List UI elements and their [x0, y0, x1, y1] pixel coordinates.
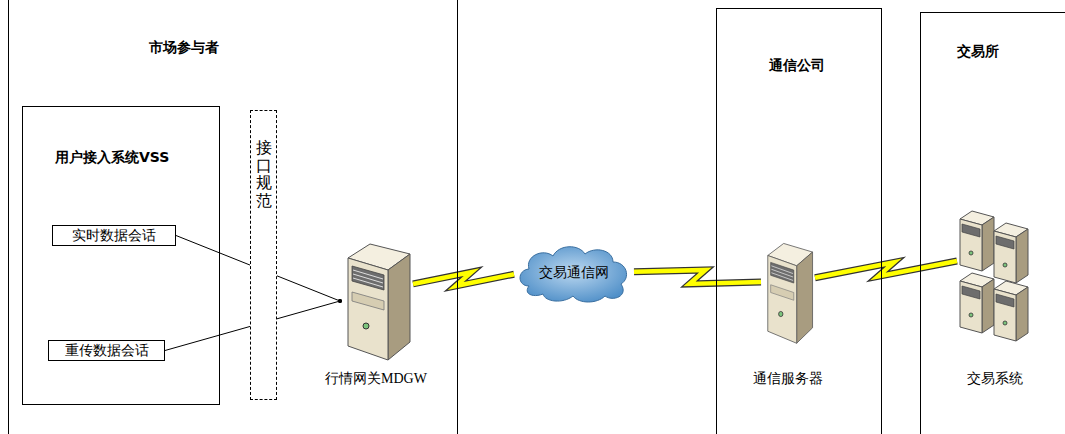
- server-icon: [340, 240, 412, 362]
- telecom-panel: 通信公司通信服务器: [716, 8, 882, 434]
- interface-spec-band: 接口规范: [250, 110, 277, 400]
- server-label: 通信服务器: [753, 370, 823, 388]
- server-label: 交易系统: [967, 370, 1023, 388]
- session-label: 实时数据会话: [72, 227, 156, 245]
- panel-title: 交易所: [957, 43, 999, 61]
- connector: [815, 261, 957, 278]
- server-label: 行情网关MDGW: [325, 370, 427, 388]
- panel-title: 市场参与者: [149, 39, 219, 57]
- cloud-label: 交易通信网: [515, 242, 633, 304]
- participant-panel: 市场参与者用户接入系统VSS 实时数据会话重传数据会话 接口规范行情网关MDGW: [8, 0, 458, 434]
- system-panel: 用户接入系统VSS 实时数据会话重传数据会话: [22, 106, 220, 405]
- comm-server: 通信服务器: [762, 240, 814, 345]
- gateway-server: 行情网关MDGW: [340, 240, 412, 362]
- trading-servers: 交易系统: [958, 205, 1032, 345]
- session-box: 重传数据会话: [48, 340, 165, 361]
- connector: [634, 270, 761, 284]
- panel-title: 用户接入系统VSS: [55, 149, 169, 167]
- network-cloud: 交易通信网: [515, 242, 633, 304]
- server-cluster-icon: [958, 205, 1032, 345]
- session-label: 重传数据会话: [65, 342, 149, 360]
- connector: [413, 272, 514, 286]
- panel-title: 通信公司: [769, 57, 825, 75]
- session-box: 实时数据会话: [52, 225, 176, 246]
- vertical-label: 接口规范: [256, 139, 272, 209]
- server-icon: [762, 240, 814, 345]
- exchange-panel: 交易所交易系统: [920, 12, 1065, 434]
